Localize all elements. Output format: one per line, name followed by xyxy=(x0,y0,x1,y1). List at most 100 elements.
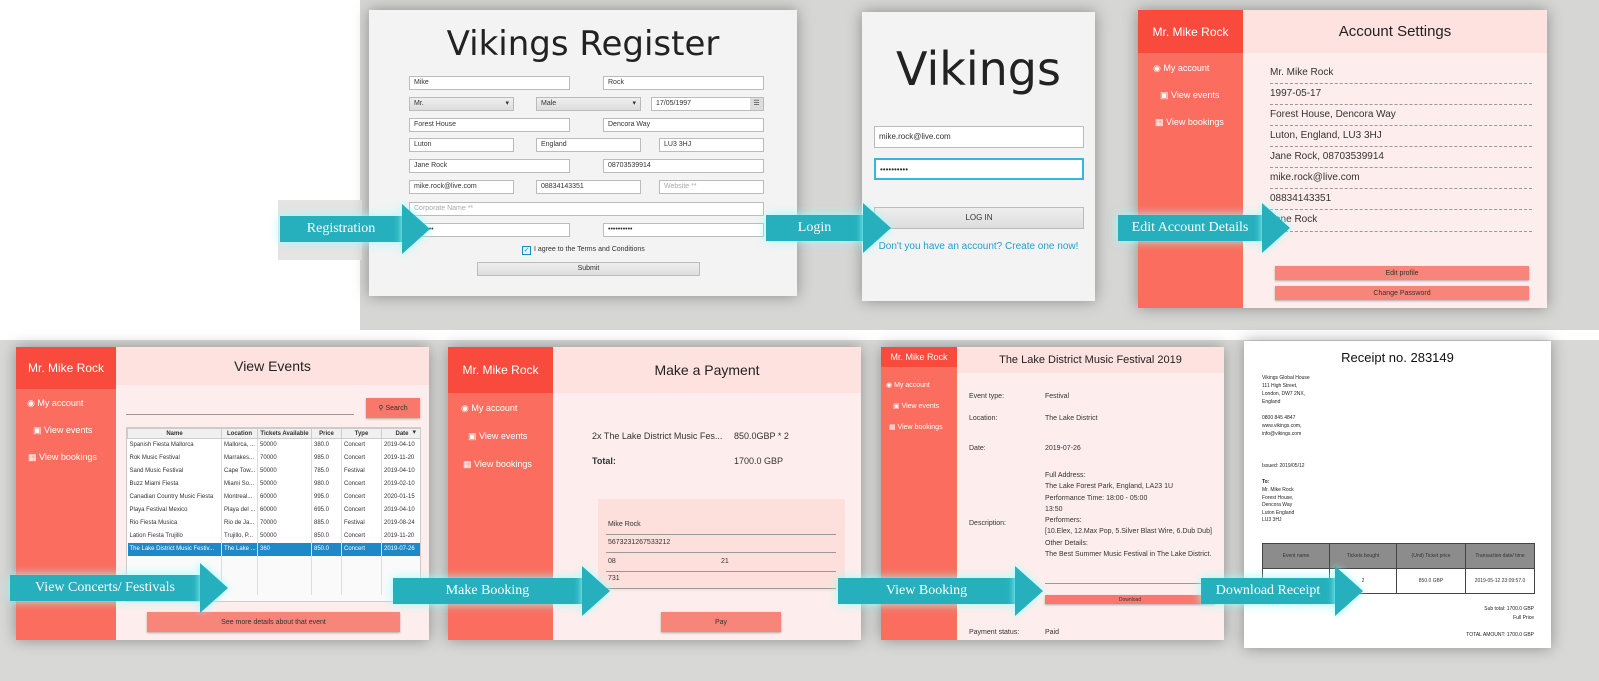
login-title: Vikings xyxy=(896,42,1061,96)
kin-phone-field[interactable]: 08703539914 xyxy=(603,159,764,173)
calendar-icon[interactable]: ☰ xyxy=(750,98,763,110)
table-cell: Lation Fiesta Trujillo xyxy=(127,529,222,543)
bag-icon: ▣ xyxy=(33,425,45,435)
first-name-field[interactable]: Mike xyxy=(409,76,570,90)
see-details-button[interactable]: See more details about that event xyxy=(147,612,400,632)
register-title: Vikings Register xyxy=(446,24,720,64)
events-window: Mr. Mike Rock ◉ My account ▣ View events… xyxy=(16,347,429,640)
table-cell: 2019-11-20 xyxy=(381,529,420,543)
nav-view-bookings[interactable]: ▦ View bookings xyxy=(1155,117,1224,127)
card-name-field[interactable]: Mike Rock xyxy=(608,521,641,528)
nav-my-account[interactable]: ◉ My account xyxy=(461,403,518,413)
nav-view-events[interactable]: ▣ View events xyxy=(893,403,940,410)
calendar-icon: ▦ xyxy=(28,452,40,462)
account-user-name: Mr. Mike Rock xyxy=(1138,10,1243,53)
user-icon: ◉ xyxy=(1153,63,1164,73)
location-value: The Lake District xyxy=(1045,415,1098,422)
login-button[interactable]: LOG IN xyxy=(874,207,1084,229)
terms-checkbox[interactable]: ✓ xyxy=(522,246,531,255)
confirm-password-field[interactable]: •••••••••• xyxy=(603,223,764,237)
login-password-field[interactable]: •••••••••• xyxy=(874,158,1084,180)
table-row[interactable]: The Lake District Music Festiv...The Lak… xyxy=(127,542,420,556)
events-table: Name Location Tickets Available Price Ty… xyxy=(126,427,421,602)
table-cell: 60000 xyxy=(257,490,312,504)
login-window: Vikings mike.rock@live.com •••••••••• LO… xyxy=(862,12,1095,301)
detail-kin: Jane Rock, 08703539914 xyxy=(1270,151,1384,162)
user-icon: ◉ xyxy=(27,398,38,408)
table-cell: 850.0 xyxy=(311,529,342,543)
table-cell: Concert xyxy=(341,490,382,504)
download-button[interactable]: Download xyxy=(1045,595,1215,604)
login-email-field[interactable]: mike.rock@live.com xyxy=(874,126,1084,148)
nav-view-bookings[interactable]: ▦ View bookings xyxy=(28,452,97,462)
gender-select[interactable]: Male xyxy=(536,97,641,111)
receipt-col-event: Event name xyxy=(1262,543,1330,569)
country-field[interactable]: England xyxy=(536,138,641,152)
payment-status-label: Payment status: xyxy=(969,629,1020,636)
col-price[interactable]: Price xyxy=(311,428,342,439)
table-cell: Montreal... xyxy=(221,490,258,504)
events-user-name: Mr. Mike Rock xyxy=(16,347,116,389)
col-tickets[interactable]: Tickets Available xyxy=(257,428,312,439)
phone-field[interactable]: 08834143351 xyxy=(536,180,641,194)
search-input[interactable] xyxy=(126,414,354,415)
description-text: Full Address:The Lake Forest Park, Engla… xyxy=(1045,472,1212,559)
password-field[interactable]: •••••••• xyxy=(409,223,570,237)
address1-field[interactable]: Forest House xyxy=(409,118,570,132)
nav-view-events[interactable]: ▣ View events xyxy=(1160,90,1220,100)
next-of-kin-field[interactable]: Jane Rock xyxy=(409,159,570,173)
create-account-link[interactable]: Don't you have an account? Create one no… xyxy=(878,241,1079,252)
search-button[interactable]: ⚲ Search xyxy=(366,398,420,418)
cvv-field[interactable]: 731 xyxy=(608,575,620,582)
booking-user-name: Mr. Mike Rock xyxy=(881,347,957,367)
col-location[interactable]: Location xyxy=(221,428,258,439)
address2-field[interactable]: Dencora Way xyxy=(603,118,764,132)
login-arrow: Login xyxy=(766,203,891,253)
nav-view-bookings[interactable]: ▦ View bookings xyxy=(463,459,532,469)
exp-month-field[interactable]: 08 xyxy=(608,558,616,565)
empty-row xyxy=(127,555,420,569)
col-type[interactable]: Type xyxy=(341,428,382,439)
website-field[interactable]: Website ** xyxy=(659,180,764,194)
change-password-button[interactable]: Change Password xyxy=(1275,286,1529,300)
table-cell: Concert xyxy=(341,503,382,517)
pay-button[interactable]: Pay xyxy=(661,612,781,632)
table-cell: Buzz Miami Fiesta xyxy=(127,477,222,491)
nav-my-account[interactable]: ◉ My account xyxy=(886,382,930,389)
table-cell: 60000 xyxy=(257,503,312,517)
nav-view-events[interactable]: ▣ View events xyxy=(468,431,528,441)
card-number-field[interactable]: 5673231267533212 xyxy=(608,539,671,546)
nav-my-account[interactable]: ◉ My account xyxy=(27,398,84,408)
exp-year-field[interactable]: 21 xyxy=(721,558,729,565)
table-cell: 360 xyxy=(257,542,312,556)
dob-field[interactable]: 17/05/1997 xyxy=(651,97,764,111)
corporate-name-field[interactable]: Corporate Name ** xyxy=(409,202,764,216)
table-cell: Marrakes... xyxy=(221,451,258,465)
last-name-field[interactable]: Rock xyxy=(603,76,764,90)
title-select[interactable]: Mr. xyxy=(409,97,514,111)
table-cell: Concert xyxy=(341,477,382,491)
email-field[interactable]: mike.rock@live.com xyxy=(409,180,514,194)
postcode-field[interactable]: LU3 3HJ xyxy=(659,138,764,152)
submit-button[interactable]: Submit xyxy=(477,262,700,276)
table-cell: Canadian Country Music Fiesta xyxy=(127,490,222,504)
edit-profile-button[interactable]: Edit profile xyxy=(1275,266,1529,280)
nav-view-events[interactable]: ▣ View events xyxy=(33,425,93,435)
table-cell: Concert xyxy=(341,438,382,452)
city-field[interactable]: Luton xyxy=(409,138,514,152)
nav-my-account[interactable]: ◉ My account xyxy=(1153,63,1210,73)
col-date[interactable]: Date xyxy=(381,428,420,439)
nav-view-bookings[interactable]: ▦ View bookings xyxy=(889,424,943,431)
col-name[interactable]: Name xyxy=(127,428,222,439)
payment-item-price: 850.0GBP * 2 xyxy=(734,431,789,441)
